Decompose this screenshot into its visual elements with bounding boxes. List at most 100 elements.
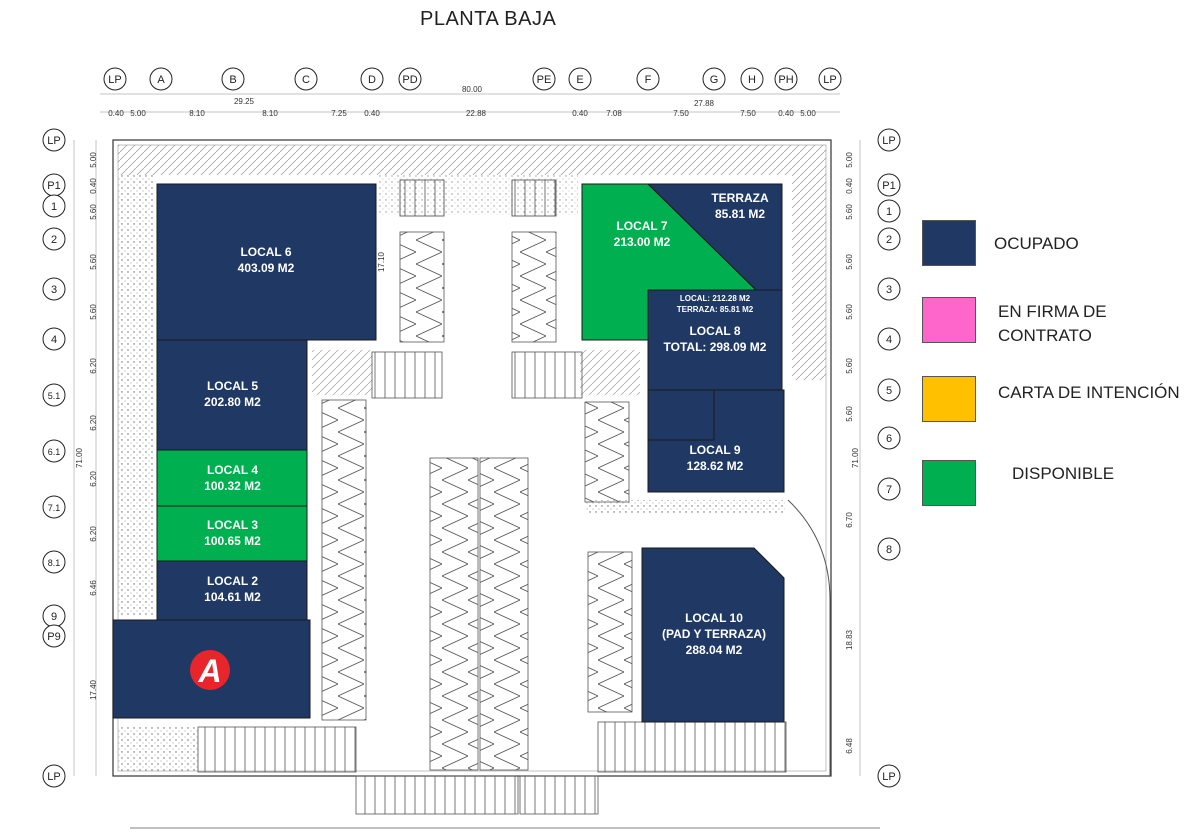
unit-detail-local-8: LOCAL: 212.28 M2 TERRAZA: 85.81 M2 [676, 294, 754, 314]
grid-bubble-top-0 [103, 67, 127, 91]
unit-area: 403.09 M2 [237, 261, 295, 275]
dim-left-8: 6.20 [89, 526, 98, 542]
grid-bubble-top-6-label: PE [537, 74, 552, 86]
unit-area: 100.32 M2 [204, 479, 261, 493]
grid-bubble-left-8-label: 7.1 [48, 503, 61, 513]
dim-top-5: 0.40 [364, 109, 380, 118]
grid-bubble-top-10 [740, 67, 764, 91]
unit-name: LOCAL 8 [689, 324, 741, 338]
grid-bubble-right-10-label: LP [882, 771, 895, 783]
dim-left-7: 6.20 [89, 471, 98, 487]
grid-bubble-left-11-label: P9 [47, 631, 60, 643]
dim-left-10: 17.40 [89, 679, 98, 700]
grid-bubble-top-8-label: F [645, 74, 652, 86]
grid-bubble-left-7 [42, 439, 66, 463]
dim-top-0: 0.40 [108, 109, 124, 118]
dim-top-9: 7.50 [673, 109, 689, 118]
grid-bubble-left-3-label: 2 [51, 234, 57, 246]
dim-top-7: 0.40 [572, 109, 588, 118]
unit-local-10[interactable] [641, 547, 785, 723]
dim-left-1: 0.40 [89, 178, 98, 194]
grid-bubble-top-9 [702, 67, 726, 91]
grid-bubble-left-5 [42, 327, 66, 351]
unit-name: LOCAL 10 [685, 611, 743, 625]
grid-bubble-left-0-label: LP [47, 135, 60, 147]
grid-bubble-left-6 [42, 383, 66, 407]
grid-bubble-top-5 [398, 67, 422, 91]
dim-right-1: 0.40 [845, 178, 854, 194]
grid-bubble-top-10-label: H [748, 74, 756, 86]
grid-bubble-right-3 [877, 227, 901, 251]
grid-bubble-right-0 [877, 128, 901, 152]
grid-bubble-left-0 [42, 128, 66, 152]
driveway [130, 499, 880, 829]
grid-bubble-left-7-label: 6.1 [48, 447, 61, 457]
grid-bubble-left-6-label: 5.1 [48, 391, 61, 401]
grid-bubble-right-7 [877, 426, 901, 450]
grid-bubble-top-4-label: D [368, 74, 376, 86]
grid-bubble-left-4 [42, 277, 66, 301]
dim-top-4: 7.25 [331, 109, 347, 118]
grid-bubble-left-12 [42, 764, 66, 788]
grid-bubble-left-10-label: 9 [51, 611, 57, 623]
grid-bubble-left-4-label: 3 [51, 284, 57, 296]
legend-label-ocupado: OCUPADO [994, 234, 1079, 253]
grid-bubble-top-7-label: E [576, 74, 583, 86]
legend-swatch-disponible [922, 460, 976, 506]
legend-swatch-ocupado [922, 220, 976, 266]
grid-bubble-left-9 [42, 550, 66, 574]
grid-bubble-right-6-label: 5 [886, 385, 892, 397]
grid-bubble-top-2-label: B [229, 74, 236, 86]
dim-right-4: 5.60 [845, 304, 854, 320]
dim-top-8: 7.08 [606, 109, 622, 118]
legend-label-firma: EN FIRMA DE CONTRATO [998, 302, 1107, 345]
dim-top-left-total: 29.25 [234, 97, 255, 106]
anchor-logo-icon [190, 650, 230, 690]
grid-bubble-top-11 [774, 67, 798, 91]
unit-name: LOCAL 5 [206, 379, 259, 393]
grid-bubble-top-12 [818, 67, 842, 91]
dim-left-2: 5.60 [89, 204, 98, 220]
unit-local-9[interactable] [647, 389, 785, 493]
grid-bubble-right-1-label: P1 [882, 180, 895, 192]
unit-local-6[interactable] [156, 183, 377, 341]
unit-label-local-10: LOCAL 10(PAD Y TERRAZA)288.04 M2 [644, 610, 784, 658]
grid-bubble-top-9-label: G [710, 74, 719, 86]
grid-bubble-left-9-label: 8.1 [48, 558, 61, 568]
grid-bubble-left-11 [42, 624, 66, 648]
unit-subtitle: (PAD Y TERRAZA) [661, 627, 766, 641]
grid-bubble-top-12-label: LP [823, 74, 836, 86]
grid-bubble-left-12-label: LP [47, 771, 60, 783]
dim-left-mid: 17.10 [377, 251, 386, 272]
units-layer: A [112, 183, 785, 723]
unit-label-local-8: LOCAL: 212.28 M2 TERRAZA: 85.81 M2 LOCAL … [652, 294, 778, 355]
grid-lines [73, 93, 861, 776]
dim-right-3: 5.60 [845, 254, 854, 270]
grid-bubble-right-4 [877, 277, 901, 301]
dim-left-4: 5.60 [89, 304, 98, 320]
grid-bubble-right-1 [877, 173, 901, 197]
unit-name: LOCAL 4 [206, 463, 259, 477]
grid-bubble-right-8 [877, 477, 901, 501]
unit-area: 128.62 M2 [686, 459, 744, 473]
grid-bubble-top-1 [149, 67, 173, 91]
dim-left-0: 5.00 [89, 152, 98, 168]
grid-bubble-right-2 [877, 199, 901, 223]
dim-left-total: 71.00 [75, 447, 84, 468]
grid-bubble-left-5-label: 4 [51, 334, 57, 346]
dim-right-2: 5.60 [845, 204, 854, 220]
dim-right-7: 6.70 [845, 512, 854, 528]
dim-top-11: 0.40 [778, 109, 794, 118]
dim-top-total: 80.00 [462, 85, 483, 94]
grid-bubble-right-7-label: 6 [886, 433, 892, 445]
grid-bubble-left-2 [42, 194, 66, 218]
grid-bubble-top-7 [568, 67, 592, 91]
unit-area: 100.65 M2 [204, 534, 261, 548]
grid-bubble-top-3-label: C [302, 74, 310, 86]
grid-bubble-top-11-label: PH [778, 74, 793, 86]
grid-bubble-top-5-label: PD [402, 74, 417, 86]
parking-bays [197, 231, 787, 773]
